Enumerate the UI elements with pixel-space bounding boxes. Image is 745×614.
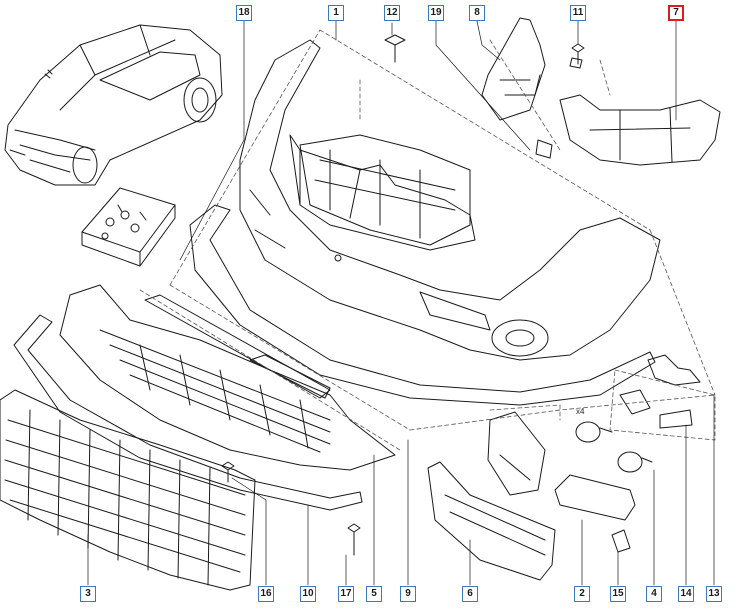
screw-16 [221,461,235,483]
callout-18: 18 [236,5,252,21]
callout-5: 5 [366,586,382,602]
quantity-marker: x4 [576,407,585,416]
car-illustration [4,24,223,186]
callout-6: 6 [462,586,478,602]
upper-absorber [299,134,471,246]
spoiler-strip [189,204,656,406]
grille [0,389,256,591]
fog-brackets [619,354,701,429]
side-bracket-left [481,17,553,159]
callout-3: 3 [80,586,96,602]
fog-lamp-trim [554,474,636,521]
callout-15: 15 [610,586,626,602]
bumper-cover [239,39,661,361]
screw-11 [571,43,585,65]
callout-1: 1 [328,5,344,21]
callout-14: 14 [678,586,694,602]
callout-19: 19 [428,5,444,21]
callout-2: 2 [574,586,590,602]
callout-12: 12 [384,5,400,21]
callout-4: 4 [646,586,662,602]
leader-lines [87,20,715,586]
callout-11: 11 [570,5,586,21]
frame-strip [13,314,363,511]
callout-16: 16 [258,586,274,602]
callout-8: 8 [469,5,485,21]
screw-12 [384,34,406,63]
callout-9: 9 [400,586,416,602]
fog-bezel [487,411,631,553]
side-bracket-right [559,57,721,166]
fog-lamps [575,421,653,473]
lower-grille-insert [427,461,556,581]
lower-absorber [59,284,396,471]
callout-17: 17 [338,586,354,602]
dashed-guides [139,29,716,451]
clip-kit-box [81,187,176,267]
callout-13: 13 [706,586,722,602]
callout-7: 7 [668,5,684,21]
callout-10: 10 [300,586,316,602]
screw-17 [347,523,361,556]
